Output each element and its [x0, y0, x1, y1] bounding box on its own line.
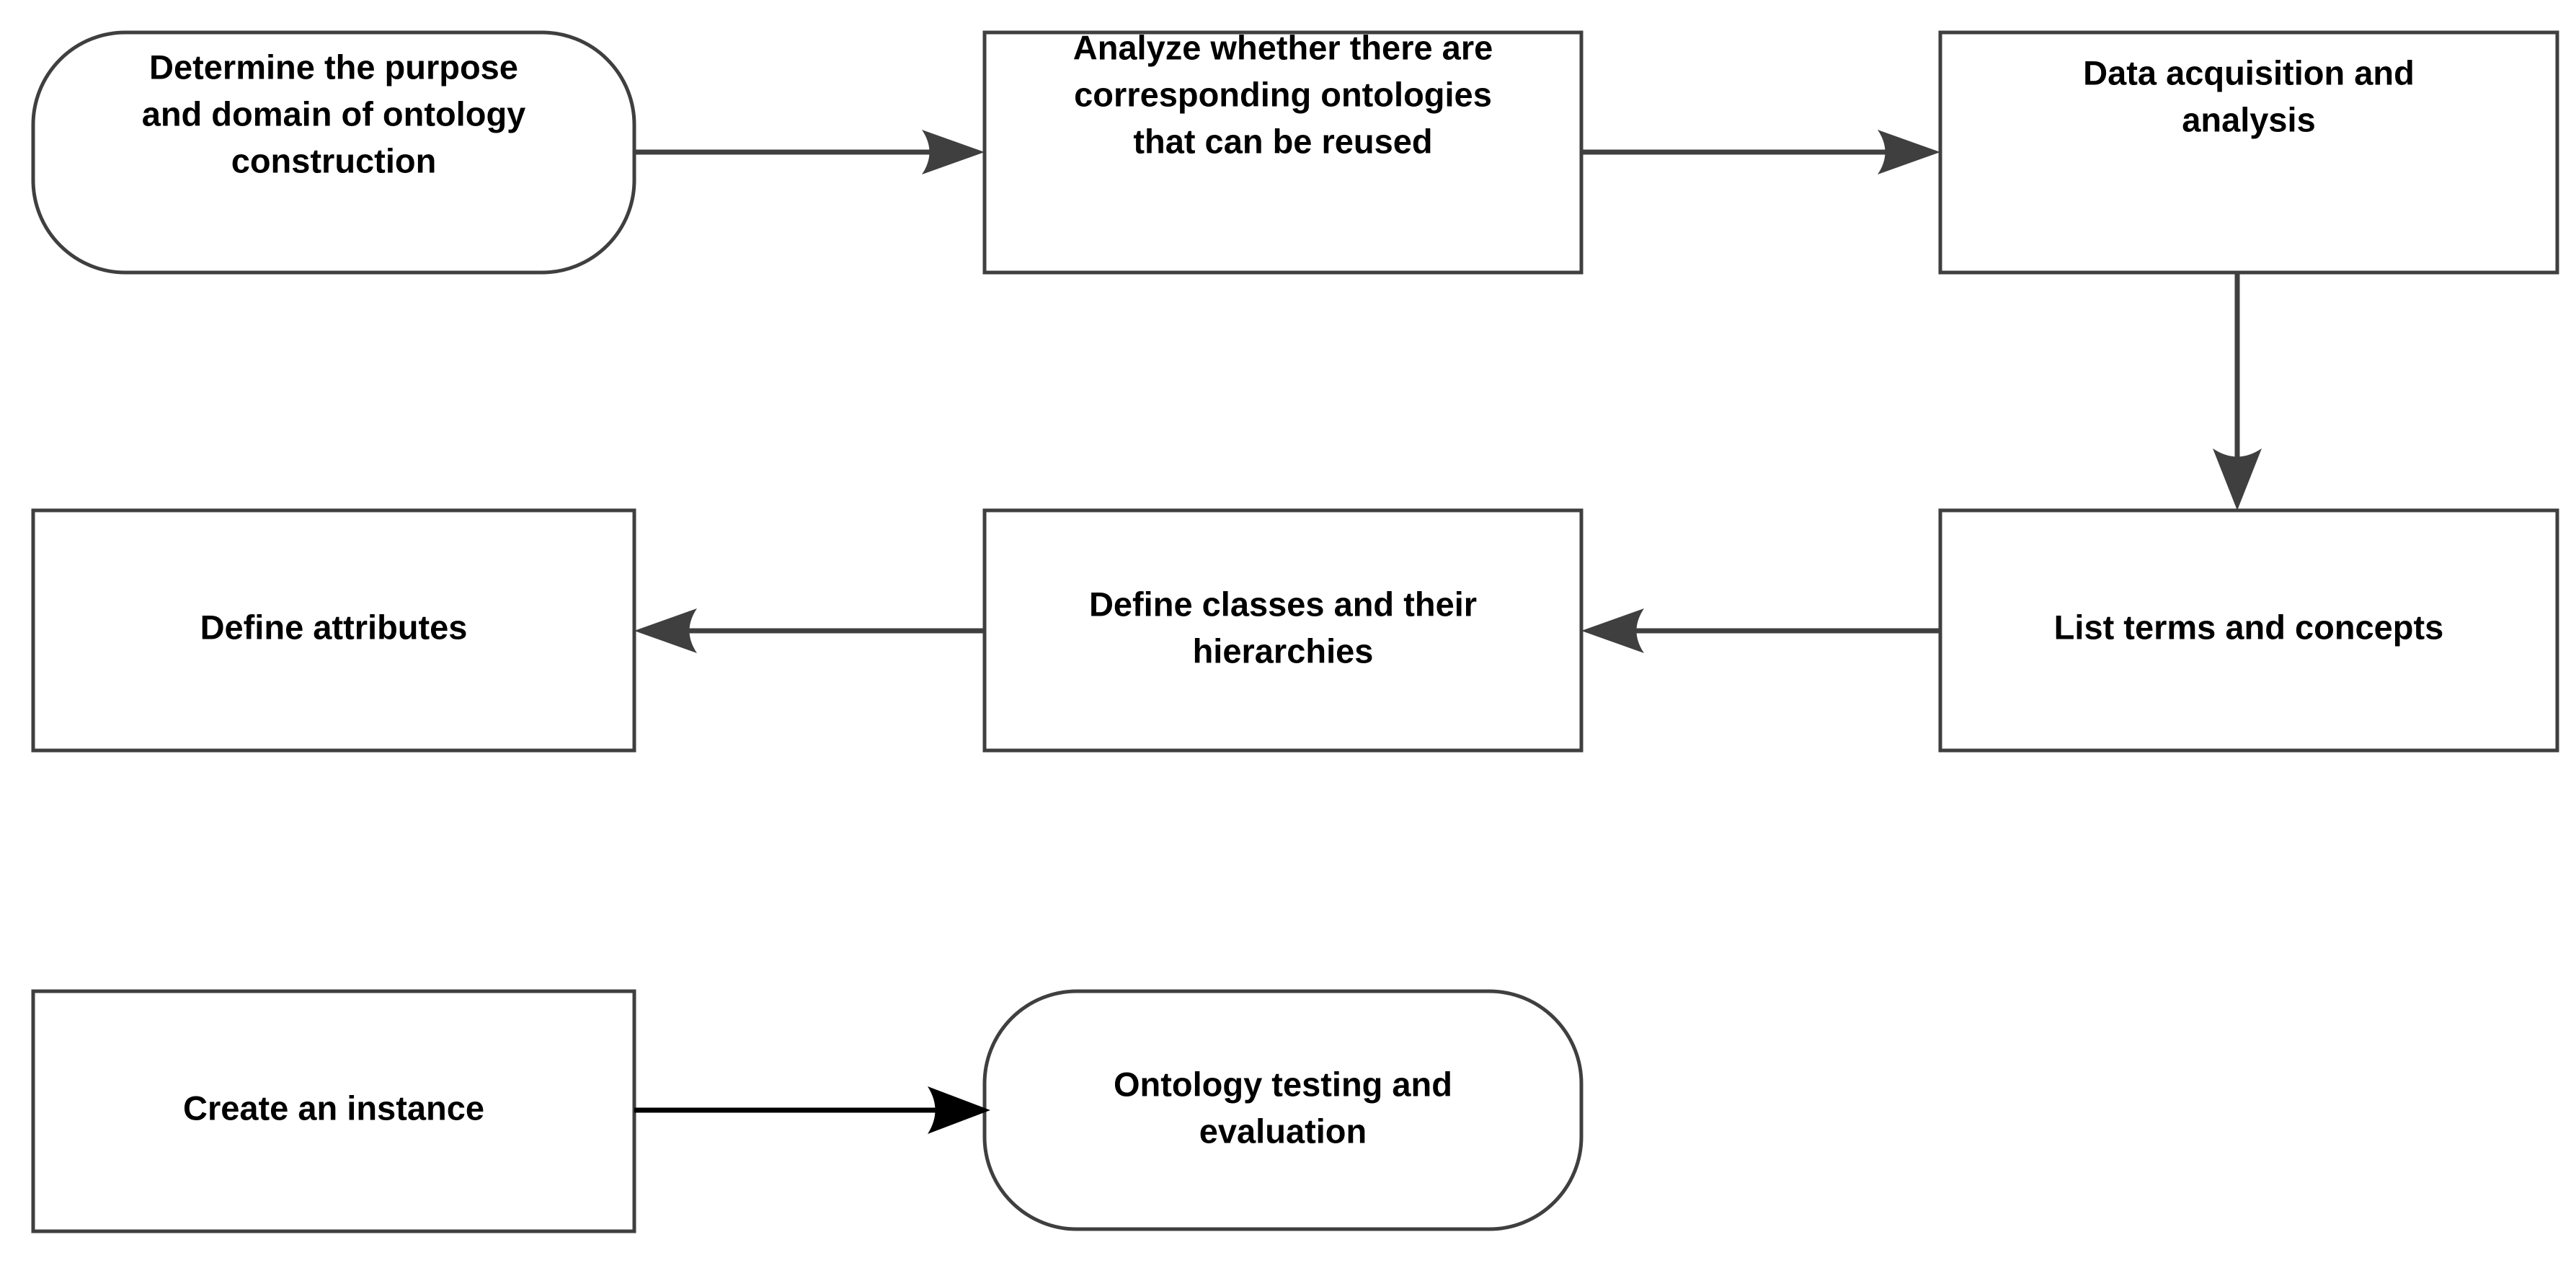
edge-data-to-list	[2213, 272, 2262, 510]
node-label: construction	[231, 141, 437, 180]
edge-analyze-to-data	[1581, 130, 1940, 174]
node-label: Data acquisition and	[2083, 53, 2415, 92]
node-create-instance[interactable]: Create an instance	[31, 989, 636, 1233]
node-analyze-reuse[interactable]: Analyze whether there are corresponding …	[982, 28, 1584, 275]
arrowhead-right-icon	[922, 130, 985, 174]
node-label: List terms and concepts	[2054, 608, 2444, 646]
node-data-acquisition[interactable]: Data acquisition and analysis	[1938, 30, 2559, 275]
node-define-classes[interactable]: Define classes and their hierarchies	[982, 508, 1584, 753]
node-shape-rect	[31, 989, 636, 1233]
node-list-terms[interactable]: List terms and concepts	[1938, 508, 2559, 753]
edge-list-to-classes	[1581, 608, 1940, 653]
edge-instance-to-testing	[634, 1086, 990, 1134]
node-shape-rect	[1938, 30, 2559, 275]
node-label: Analyze whether there are	[1073, 28, 1493, 66]
node-label: Define classes and their	[1089, 585, 1477, 623]
arrowhead-left-icon	[634, 608, 697, 653]
node-shape-rect	[982, 30, 1584, 275]
node-label: corresponding ontologies	[1074, 75, 1492, 113]
node-determine-purpose[interactable]: Determine the purpose and domain of onto…	[31, 30, 636, 275]
node-label: Create an instance	[183, 1089, 484, 1127]
node-ontology-testing[interactable]: Ontology testing and evaluation	[982, 989, 1584, 1231]
node-shape-rect	[982, 508, 1584, 753]
node-label: Define attributes	[200, 608, 468, 646]
node-label: evaluation	[1199, 1112, 1367, 1150]
node-shape-rect	[1938, 508, 2559, 753]
node-label: Ontology testing and	[1114, 1065, 1452, 1103]
edge-determine-to-analyze	[633, 130, 985, 174]
node-shape-rounded	[982, 989, 1584, 1231]
node-label: Determine the purpose	[149, 48, 518, 86]
node-label: analysis	[2182, 100, 2316, 138]
node-label: and domain of ontology	[142, 94, 526, 133]
arrowhead-right-icon	[1878, 130, 1940, 174]
edge-classes-to-attributes	[634, 608, 985, 653]
node-shape-rect	[31, 508, 636, 753]
arrowhead-right-icon	[928, 1086, 990, 1134]
node-label: hierarchies	[1193, 632, 1374, 670]
arrowhead-left-icon	[1581, 608, 1644, 653]
node-define-attributes[interactable]: Define attributes	[31, 508, 636, 753]
node-label: that can be reused	[1133, 122, 1432, 160]
arrowhead-down-icon	[2213, 448, 2262, 510]
